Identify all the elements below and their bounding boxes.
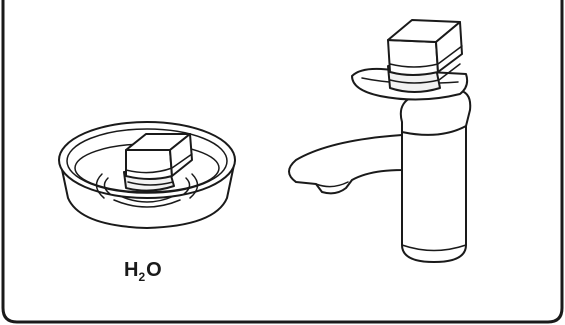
faucet-spout [289, 135, 402, 193]
water-formula-label: H2O [124, 259, 162, 284]
bowl-with-sponge [59, 122, 235, 228]
formula-h: H [124, 259, 138, 281]
formula-o: O [146, 259, 162, 281]
faucet-with-sponge [289, 20, 470, 262]
formula-subscript: 2 [138, 270, 145, 284]
